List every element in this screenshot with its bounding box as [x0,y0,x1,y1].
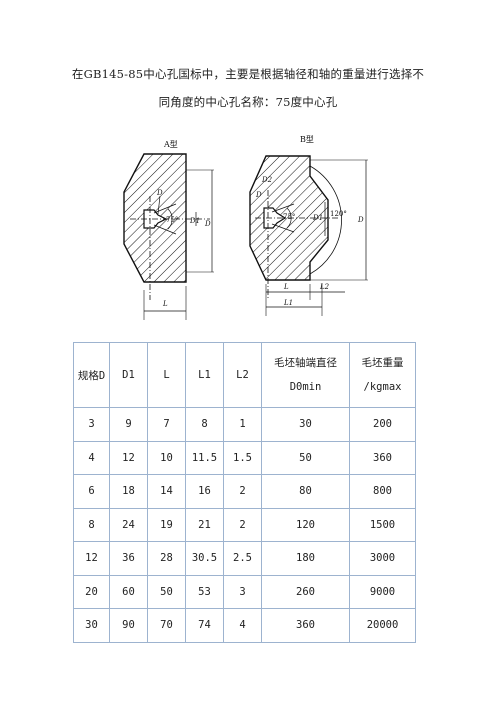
table-row: 8 24 19 21 2 120 1500 [73,507,416,542]
cell-spec-d: 6 [73,474,110,509]
cell-blank-weight: 1500 [349,507,416,542]
type-a-d1-label: D1 [189,217,200,225]
header-blank-diameter: 毛坯轴端直径 D0min [261,342,350,408]
cell-l2: 2 [223,474,262,509]
type-b-l1-label: L1 [283,299,293,307]
cell-blank-diameter: 260 [261,574,350,609]
header-l2: L2 [223,342,262,408]
cell-l2: 2.5 [223,541,262,576]
cell-blank-diameter: 30 [261,407,350,442]
type-b-l2-label: L2 [319,283,330,291]
cell-l1: 53 [185,574,224,609]
cell-l: 70 [147,608,186,643]
cell-spec-d: 20 [73,574,110,609]
table-header-row: 规格D D1 L L1 L2 毛坯轴端直径 D0min 毛坯重量 /kgmax [73,342,416,408]
header-l: L [147,342,186,408]
type-a-l-label: L [162,300,168,308]
cell-d1: 18 [109,474,148,509]
header-d1: D1 [109,342,148,408]
table-row: 6 18 14 16 2 80 800 [73,474,416,509]
cell-l1: 74 [185,608,224,643]
header-blank-diameter-main: 毛坯轴端直径 [274,357,337,369]
cell-d1: 24 [109,507,148,542]
cell-spec-d: 3 [73,407,110,442]
table-row: 4 12 10 11.5 1.5 50 360 [73,440,416,475]
svg-text:D: D [204,220,211,228]
cell-spec-d: 12 [73,541,110,576]
cell-l1: 11.5 [185,440,224,475]
cell-blank-weight: 3000 [349,541,416,576]
cell-d1: 9 [109,407,148,442]
cell-d1: 12 [109,440,148,475]
type-b-l-label: L [283,283,289,291]
cell-blank-diameter: 80 [261,474,350,509]
type-a-title: A型 [163,140,178,149]
cell-blank-weight: 20000 [349,608,416,643]
type-b-drawing: B型 75° D D2 D1 120° D L L2 L1 [249,135,368,316]
cell-blank-diameter: 50 [261,440,350,475]
cell-l: 14 [147,474,186,509]
table-row: 20 60 50 53 3 260 9000 [73,574,416,609]
cell-l: 7 [147,407,186,442]
intro-line-2: 同角度的中心孔名称：75度中心孔 [158,95,338,109]
cell-blank-weight: 200 [349,407,416,442]
cell-l: 50 [147,574,186,609]
cell-spec-d: 8 [73,507,110,542]
cell-l: 19 [147,507,186,542]
cell-spec-d: 30 [73,608,110,643]
cell-blank-diameter: 360 [261,608,350,643]
cell-l1: 21 [185,507,224,542]
cell-d1: 60 [109,574,148,609]
type-b-angle-label: 75° [283,213,295,221]
cell-l: 10 [147,440,186,475]
type-a-drawing: A型 75° D D1 D L [123,140,214,320]
header-blank-weight-sub: /kgmax [363,381,402,393]
type-a-d-label: D [156,189,163,197]
cell-l2: 1.5 [223,440,262,475]
type-b-d-label: D [255,191,262,199]
table-row: 30 90 70 74 4 360 20000 [73,608,416,643]
svg-text:D: D [357,216,364,224]
cell-blank-diameter: 120 [261,507,350,542]
cell-l: 28 [147,541,186,576]
center-hole-spec-table: 规格D D1 L L1 L2 毛坯轴端直径 D0min 毛坯重量 /kgmax … [73,342,416,643]
cell-d1: 36 [109,541,148,576]
header-blank-weight: 毛坯重量 /kgmax [349,342,416,408]
intro-line-1: 在GB145-85中心孔国标中，主要是根据轴径和轴的重量进行选择不 [71,67,425,81]
cell-l2: 3 [223,574,262,609]
header-spec-d: 规格D [73,342,110,408]
type-b-d1-label: D1 [312,214,323,222]
cell-l1: 8 [185,407,224,442]
type-a-angle-label: 75° [166,216,178,224]
header-blank-weight-main: 毛坯重量 [361,357,404,369]
cell-blank-weight: 360 [349,440,416,475]
cell-spec-d: 4 [73,440,110,475]
type-b-title: B型 [300,135,314,144]
header-blank-diameter-sub: D0min [289,381,322,393]
cell-l2: 4 [223,608,262,643]
table-row: 3 9 7 8 1 30 200 [73,407,416,442]
type-b-120-label: 120° [330,210,347,218]
cell-l1: 16 [185,474,224,509]
cell-l2: 1 [223,407,262,442]
center-hole-figure: A型 75° D D1 D L B型 [123,135,368,320]
cell-l1: 30.5 [185,541,224,576]
cell-blank-weight: 800 [349,474,416,509]
cell-blank-diameter: 180 [261,541,350,576]
cell-blank-weight: 9000 [349,574,416,609]
type-b-d2-label: D2 [261,176,273,184]
cell-l2: 2 [223,507,262,542]
header-l1: L1 [185,342,224,408]
table-row: 12 36 28 30.5 2.5 180 3000 [73,541,416,576]
cell-d1: 90 [109,608,148,643]
